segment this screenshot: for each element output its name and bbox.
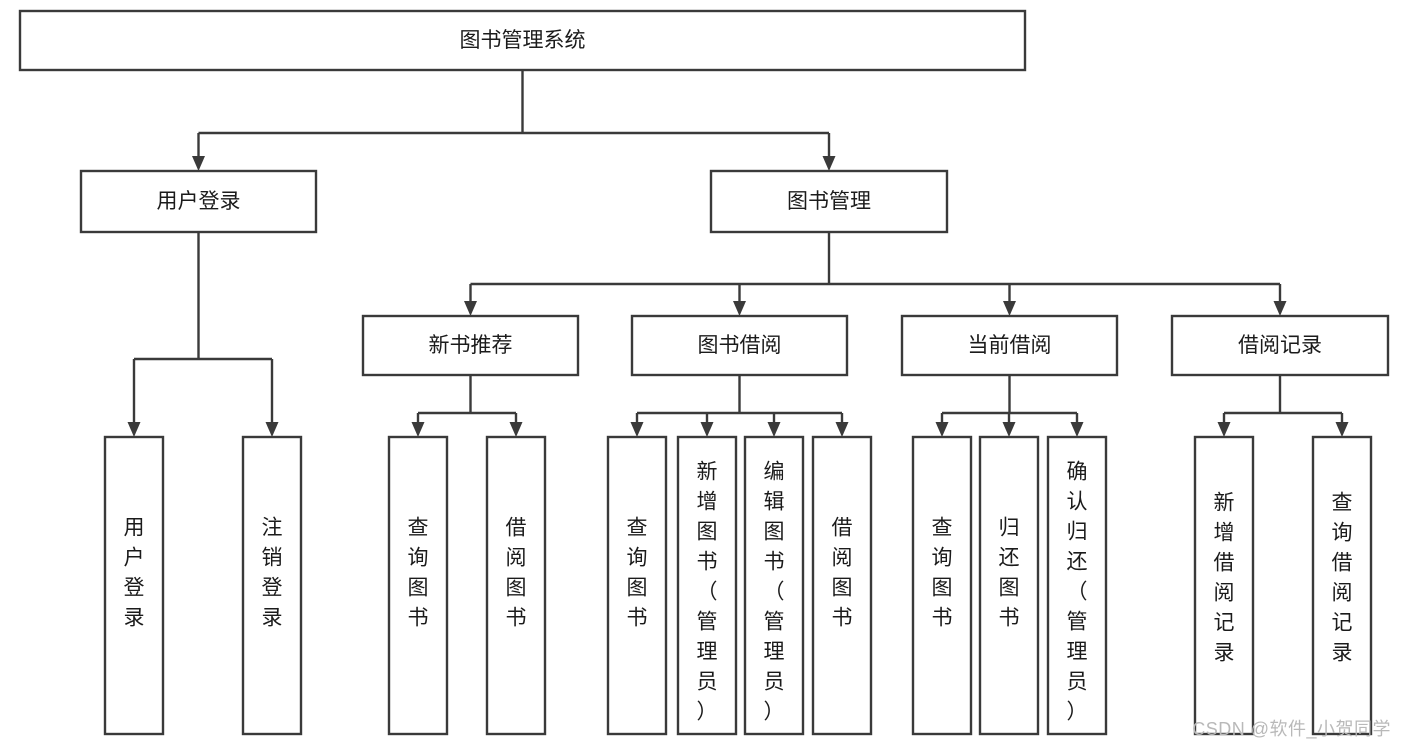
node-box[interactable] (1193, 435, 1255, 736)
node-leaf-borrow-query-book[interactable]: 查询图书 (606, 435, 668, 736)
node-box[interactable] (18, 9, 1027, 72)
node-box[interactable] (79, 169, 318, 234)
node-box[interactable] (1311, 435, 1373, 736)
node-leaf-rec-borrow-book[interactable]: 借阅图书 (485, 435, 547, 736)
node-label: 编辑图书（管理员） (764, 460, 785, 723)
connector-group (411, 375, 523, 437)
node-box[interactable] (811, 435, 873, 736)
arrow-head-icon (700, 422, 714, 437)
arrow-head-icon (1217, 422, 1231, 437)
node-label: 查询图书 (408, 517, 429, 630)
arrow-head-icon (192, 156, 205, 171)
node-leaf-rec-add-record[interactable]: 新增借阅记录 (1193, 435, 1255, 736)
node-new-book-rec[interactable]: 新书推荐 (361, 314, 580, 377)
arrow-head-icon (1335, 422, 1349, 437)
arrow-head-icon (127, 422, 141, 437)
node-leaf-cur-query-book[interactable]: 查询图书 (911, 435, 973, 736)
node-root[interactable]: 图书管理系统 (18, 9, 1027, 72)
node-leaf-cur-confirm-return[interactable]: 确认归还（管理员） (1046, 435, 1108, 736)
node-label: 新增图书（管理员） (697, 460, 718, 723)
node-label: 图书借阅 (698, 334, 782, 357)
node-leaf-borrow-borrow-book[interactable]: 借阅图书 (811, 435, 873, 736)
node-leaf-borrow-add-book[interactable]: 新增图书（管理员） (676, 435, 738, 736)
node-label: 借阅图书 (832, 517, 853, 630)
connector-group (935, 375, 1084, 437)
node-box[interactable] (630, 314, 849, 377)
node-label: 查询借阅记录 (1332, 492, 1353, 665)
node-box[interactable] (1046, 435, 1108, 736)
watermark-text: CSDN @软件_小贺同学 (1192, 719, 1391, 739)
node-current-borrow[interactable]: 当前借阅 (900, 314, 1119, 377)
node-box[interactable] (911, 435, 973, 736)
node-label: 用户登录 (157, 190, 241, 213)
node-borrow-record[interactable]: 借阅记录 (1170, 314, 1390, 377)
node-label: 归还图书 (999, 517, 1020, 630)
arrow-head-icon (767, 422, 781, 437)
connector-layer (127, 70, 1349, 437)
node-leaf-cur-return-book[interactable]: 归还图书 (978, 435, 1040, 736)
node-label: 注销登录 (262, 517, 283, 630)
arrow-head-icon (1273, 301, 1287, 316)
node-label: 新书推荐 (429, 334, 513, 357)
node-label: 图书管理 (787, 190, 871, 213)
node-book-borrow[interactable]: 图书借阅 (630, 314, 849, 377)
node-box[interactable] (241, 435, 303, 736)
node-box[interactable] (676, 435, 738, 736)
node-label: 当前借阅 (968, 334, 1052, 357)
node-box[interactable] (387, 435, 449, 736)
node-box[interactable] (606, 435, 668, 736)
node-label: 用户登录 (124, 517, 145, 630)
node-box[interactable] (900, 314, 1119, 377)
node-book-manage[interactable]: 图书管理 (709, 169, 949, 234)
arrow-head-icon (1070, 422, 1084, 437)
arrow-head-icon (733, 301, 746, 316)
node-label: 确认归还（管理员） (1067, 460, 1088, 723)
node-box[interactable] (361, 314, 580, 377)
node-box[interactable] (1170, 314, 1390, 377)
node-box[interactable] (978, 435, 1040, 736)
arrow-head-icon (835, 422, 849, 437)
connector-group (127, 232, 279, 437)
node-leaf-user-logout[interactable]: 注销登录 (241, 435, 303, 736)
node-box[interactable] (743, 435, 805, 736)
arrow-head-icon (464, 301, 477, 316)
node-label: 借阅图书 (506, 517, 527, 630)
arrow-head-icon (630, 422, 644, 437)
node-user-login[interactable]: 用户登录 (79, 169, 318, 234)
node-leaf-borrow-edit-book[interactable]: 编辑图书（管理员） (743, 435, 805, 736)
arrow-head-icon (822, 156, 836, 171)
node-label: 查询图书 (932, 517, 953, 630)
node-box[interactable] (103, 435, 165, 736)
connector-group (1217, 375, 1349, 437)
node-leaf-user-login[interactable]: 用户登录 (103, 435, 165, 736)
node-layer: 图书管理系统用户登录图书管理新书推荐图书借阅当前借阅借阅记录用户登录注销登录查询… (18, 9, 1390, 736)
node-label: 新增借阅记录 (1214, 492, 1235, 665)
node-leaf-rec-query-book[interactable]: 查询图书 (387, 435, 449, 736)
arrow-head-icon (411, 422, 425, 437)
arrow-head-icon (265, 422, 279, 437)
node-box[interactable] (485, 435, 547, 736)
connector-group (630, 375, 849, 437)
node-box[interactable] (709, 169, 949, 234)
arrow-head-icon (509, 422, 523, 437)
node-label: 借阅记录 (1238, 334, 1322, 357)
arrow-head-icon (1002, 422, 1016, 437)
arrow-head-icon (1003, 301, 1016, 316)
connector-group (192, 70, 836, 171)
node-label: 图书管理系统 (460, 29, 586, 52)
arrow-head-icon (935, 422, 949, 437)
node-leaf-rec-query-record[interactable]: 查询借阅记录 (1311, 435, 1373, 736)
node-label: 查询图书 (627, 517, 648, 630)
connector-group (464, 232, 1287, 316)
